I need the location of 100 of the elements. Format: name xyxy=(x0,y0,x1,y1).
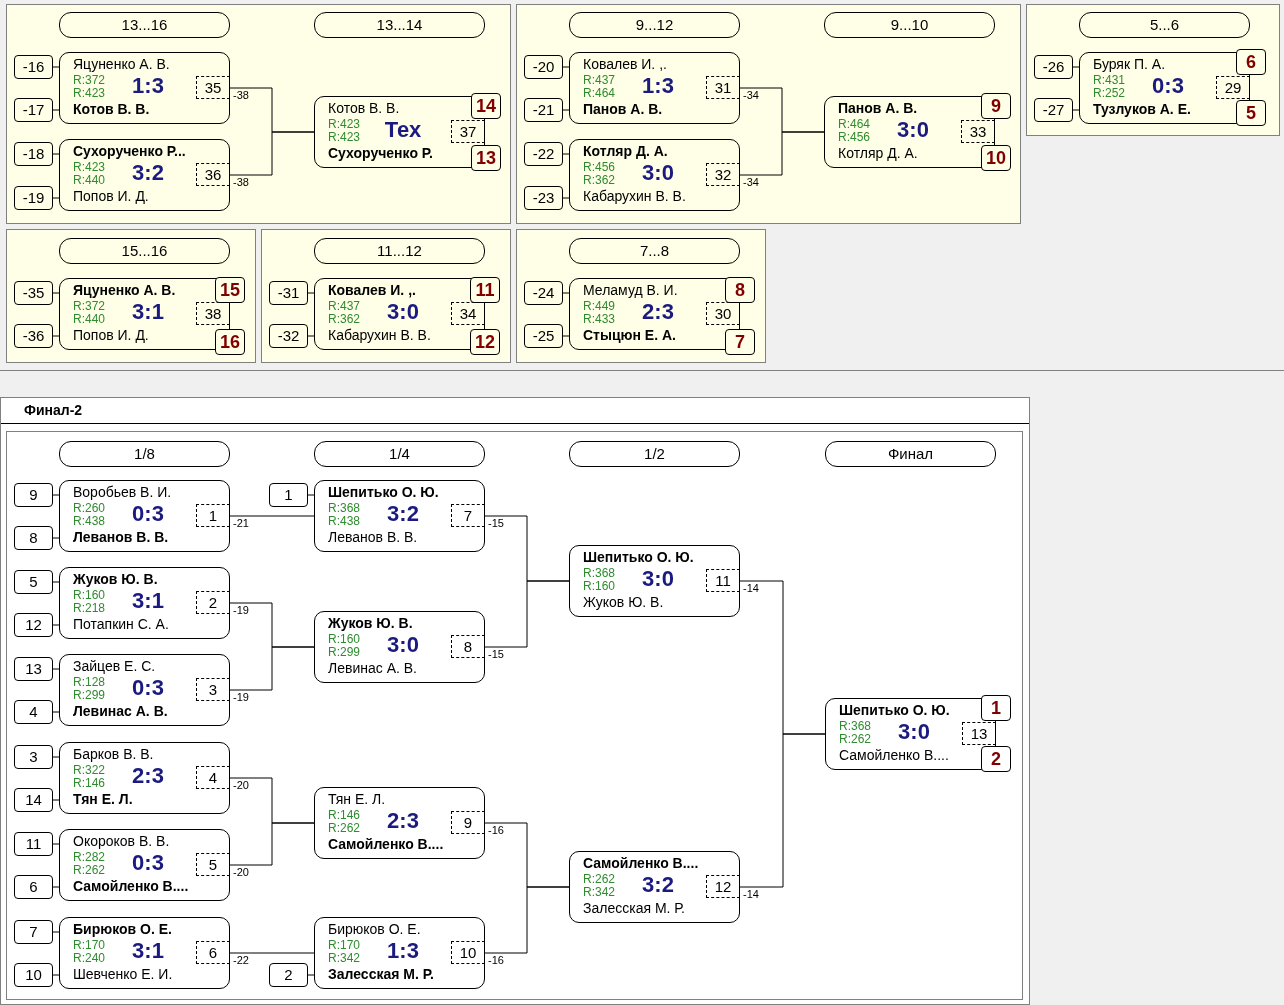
match-card xyxy=(569,545,740,617)
player-name: Сухорученко Р. xyxy=(328,145,433,161)
place-tag: 2 xyxy=(981,746,1011,772)
edge-label: -22 xyxy=(232,954,250,966)
match-number-tag: 7 xyxy=(451,504,485,527)
seed-tag: -25 xyxy=(524,324,563,348)
player-rating: R:368 xyxy=(583,566,616,580)
player-rating: R:160 xyxy=(328,632,361,646)
place-tag: 1 xyxy=(981,695,1011,721)
match-score: 0:3 xyxy=(1151,73,1185,99)
match-score: 2:3 xyxy=(641,299,675,325)
seed-tag: -27 xyxy=(1034,98,1073,122)
round-header: 11...12 xyxy=(314,238,485,264)
connector-line xyxy=(307,292,315,294)
connector-line xyxy=(52,66,60,68)
player-name: Шевченко Е. И. xyxy=(73,966,173,982)
connector-line xyxy=(52,197,60,199)
connector-line xyxy=(307,335,315,337)
match-score: 2:3 xyxy=(386,808,420,834)
player-name: Залесская М. Р. xyxy=(583,900,685,916)
connector-line xyxy=(52,581,60,583)
match-number-tag: 4 xyxy=(196,766,230,789)
player-name: Самойленко В.... xyxy=(328,836,444,852)
match-number-tag: 36 xyxy=(196,163,230,186)
player-rating: R:423 xyxy=(73,86,106,100)
seed-tag: -20 xyxy=(524,55,563,79)
player-rating: R:368 xyxy=(839,719,872,733)
match-card xyxy=(59,917,230,989)
seed-tag: -32 xyxy=(269,324,308,348)
edge-label: -19 xyxy=(232,691,250,703)
player-rating: R:170 xyxy=(328,938,361,952)
player-name: Зайцев Е. С. xyxy=(73,658,156,674)
player-rating: R:170 xyxy=(73,938,106,952)
player-rating: R:423 xyxy=(73,160,106,174)
match-score: 3:1 xyxy=(131,938,165,964)
connector-line xyxy=(52,711,60,713)
player-name: Левинас А. В. xyxy=(73,703,168,719)
connector-line xyxy=(1072,66,1080,68)
connector-line xyxy=(562,109,570,111)
place-tag: 7 xyxy=(725,329,755,355)
seed-tag: 6 xyxy=(14,875,53,899)
edge-label: -21 xyxy=(232,517,250,529)
connector-line xyxy=(52,843,60,845)
player-name: Самойленко В.... xyxy=(583,855,699,871)
place-tag: 13 xyxy=(471,145,501,171)
match-card xyxy=(314,917,485,989)
match-number-tag: 10 xyxy=(451,941,485,964)
round-header: 5...6 xyxy=(1079,12,1250,38)
player-name: Воробьев В. И. xyxy=(73,484,172,500)
round-header: 13...14 xyxy=(314,12,485,38)
player-name: Леванов В. В. xyxy=(73,529,169,545)
player-rating: R:449 xyxy=(583,299,616,313)
seed-tag: 11 xyxy=(14,832,53,856)
match-card xyxy=(314,480,485,552)
match-number-tag: 8 xyxy=(451,635,485,658)
player-rating: R:456 xyxy=(583,160,616,174)
place-tag: 11 xyxy=(470,277,500,303)
player-name: Котляр Д. А. xyxy=(838,145,918,161)
player-name: Левинас А. В. xyxy=(328,660,417,676)
match-card xyxy=(59,52,230,124)
player-rating: R:218 xyxy=(73,601,106,615)
seed-tag: 7 xyxy=(14,920,53,944)
connector-line xyxy=(484,886,570,954)
connector-line xyxy=(307,974,315,976)
player-rating: R:282 xyxy=(73,850,106,864)
player-rating: R:128 xyxy=(73,675,106,689)
edge-label: -38 xyxy=(232,176,250,188)
player-name: Панов А. В. xyxy=(583,101,663,117)
player-rating: R:372 xyxy=(73,299,106,313)
player-rating: R:262 xyxy=(583,872,616,886)
player-rating: R:322 xyxy=(73,763,106,777)
player-rating: R:146 xyxy=(328,808,361,822)
player-rating: R:438 xyxy=(328,514,361,528)
match-score: 3:0 xyxy=(386,632,420,658)
player-rating: R:464 xyxy=(583,86,616,100)
seed-tag: 13 xyxy=(14,657,53,681)
player-name: Барков В. В. xyxy=(73,746,154,762)
round-header: 15...16 xyxy=(59,238,230,264)
round-header: 13...16 xyxy=(59,12,230,38)
edge-label: -34 xyxy=(742,89,760,101)
player-name: Буряк П. А. xyxy=(1093,56,1166,72)
match-number-tag: 2 xyxy=(196,591,230,614)
seed-tag: -22 xyxy=(524,142,563,166)
player-rating: R:240 xyxy=(73,951,106,965)
match-number-tag: 35 xyxy=(196,76,230,99)
player-rating: R:160 xyxy=(583,579,616,593)
player-rating: R:440 xyxy=(73,173,106,187)
player-rating: R:342 xyxy=(328,951,361,965)
group-panel xyxy=(1026,4,1280,136)
connector-line xyxy=(52,624,60,626)
match-score: 0:3 xyxy=(131,501,165,527)
connector-line xyxy=(739,733,826,888)
player-name: Котов В. В. xyxy=(73,101,150,117)
player-rating: R:160 xyxy=(73,588,106,602)
connector-line xyxy=(229,131,315,176)
place-tag: 12 xyxy=(470,329,500,355)
connector-line xyxy=(52,537,60,539)
match-card xyxy=(59,654,230,726)
connector-line xyxy=(52,756,60,758)
player-name: Шепитько О. Ю. xyxy=(839,702,950,718)
